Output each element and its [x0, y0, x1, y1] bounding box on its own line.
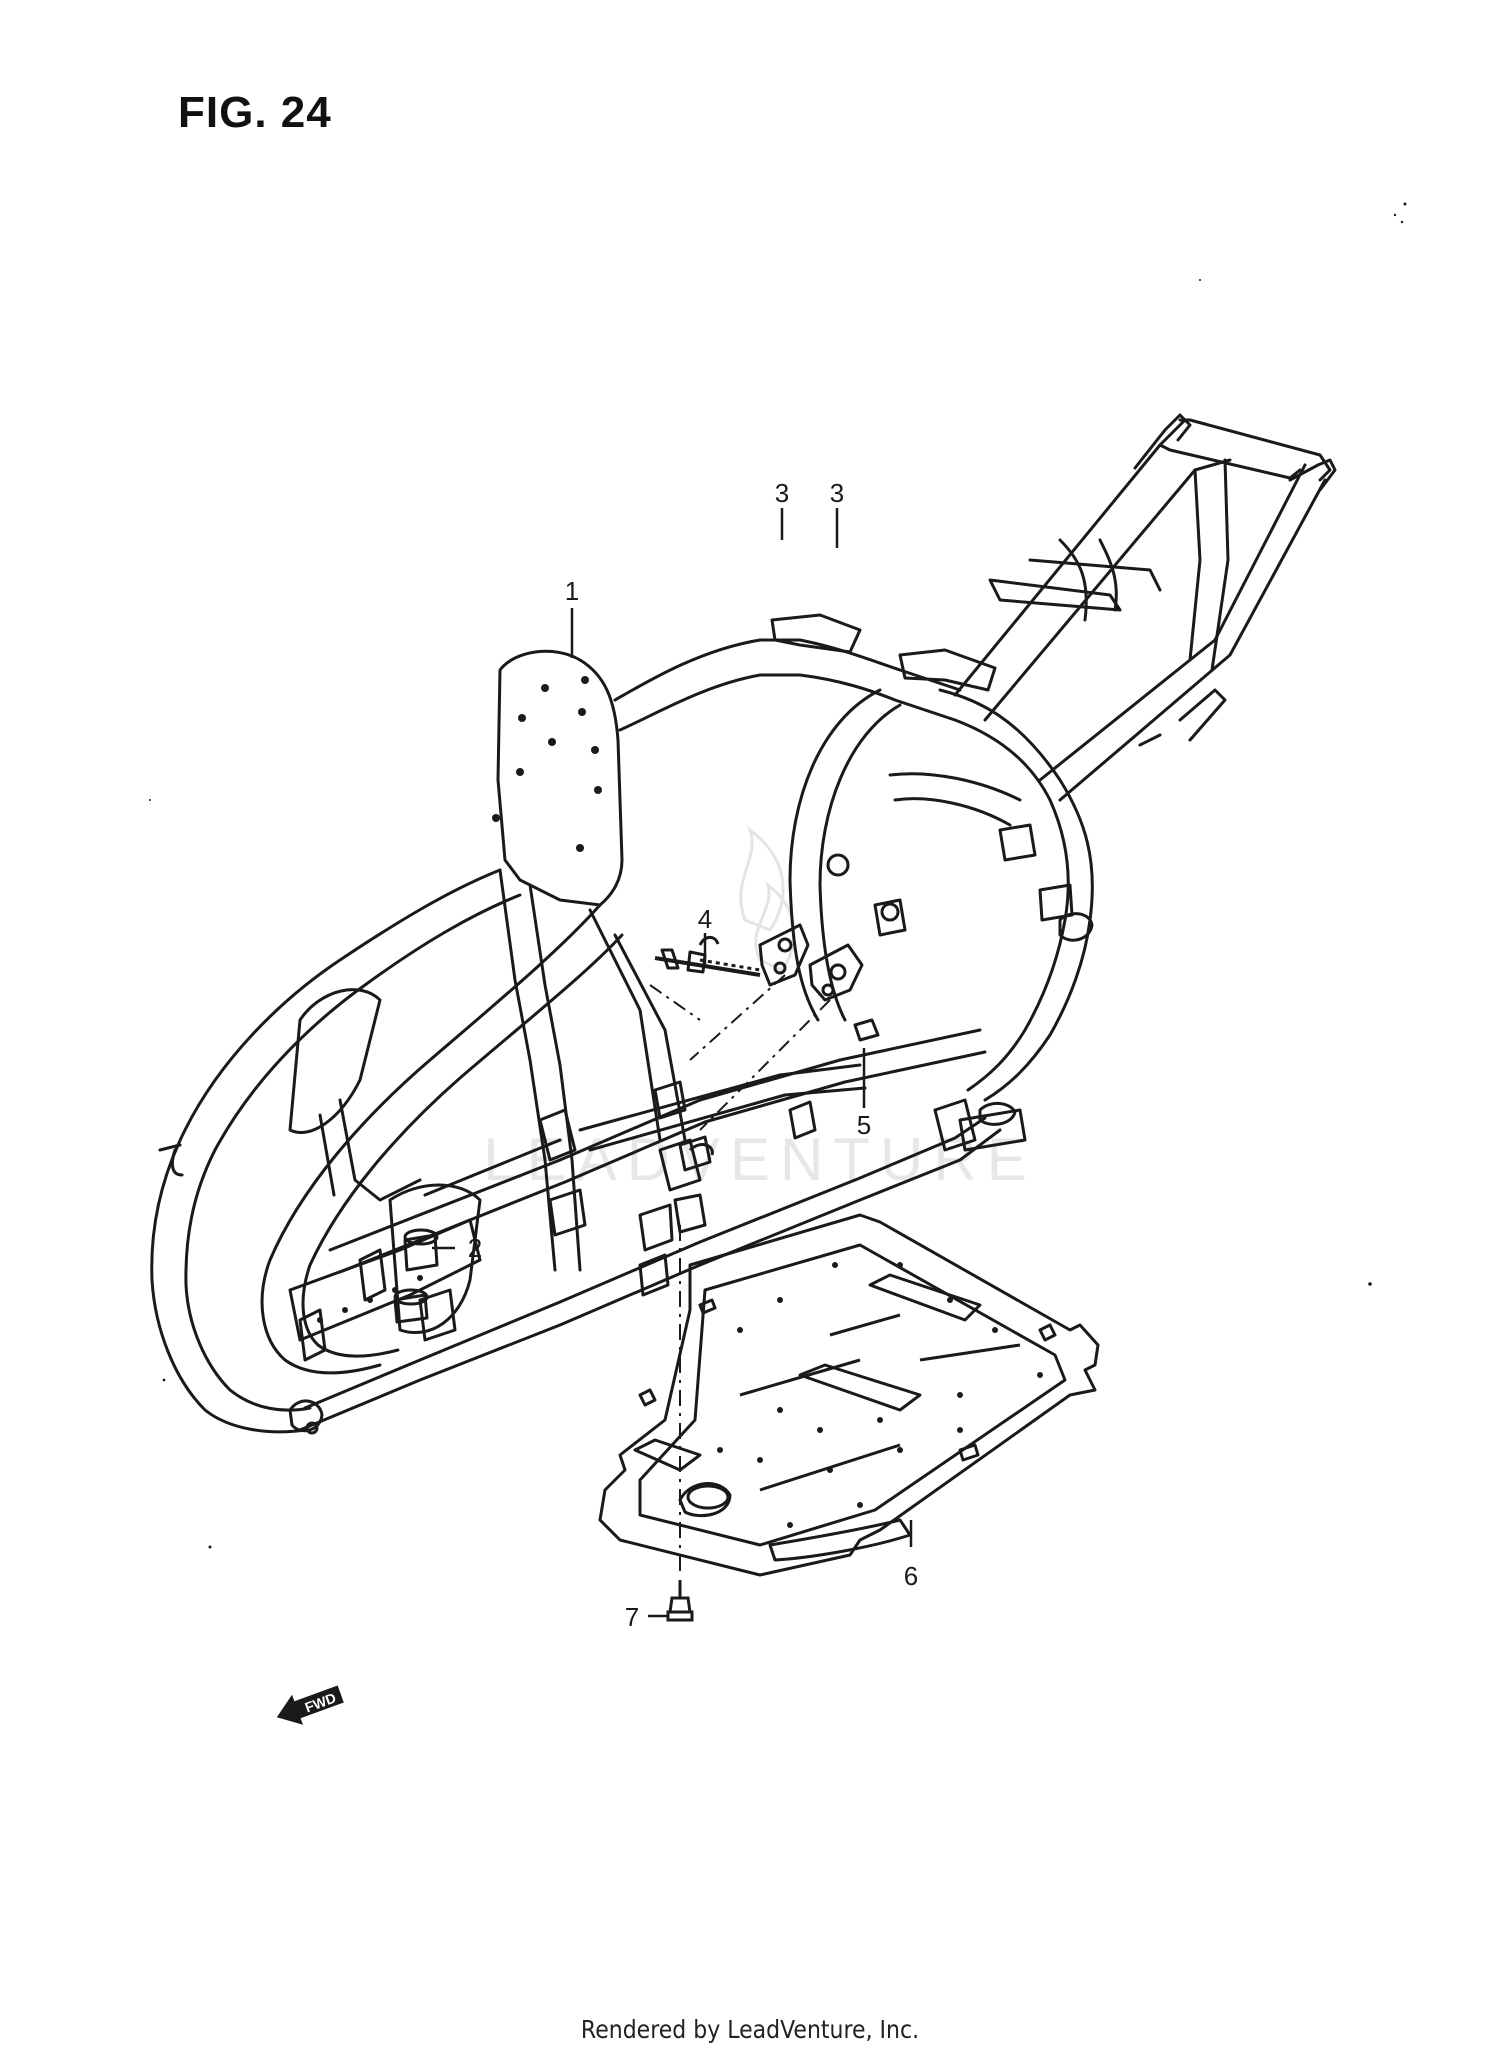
callout-5: 5 [857, 1110, 871, 1140]
callout-leaders [432, 508, 913, 1618]
fwd-label: FWD [303, 1689, 338, 1715]
forward-arrow-icon: FWD [276, 1685, 344, 1725]
callout-3a: 3 [775, 478, 789, 508]
figure-title: FIG. 24 [178, 88, 332, 137]
scan-specks [149, 202, 1407, 1549]
render-credit: Rendered by LeadVenture, Inc. [580, 2015, 920, 2044]
bolt-7 [666, 1580, 694, 1622]
callout-3b: 3 [830, 478, 844, 508]
main-frame [150, 413, 1337, 1435]
mount-hardware [649, 923, 880, 1172]
callout-2: 2 [468, 1233, 482, 1263]
callouts: 1 2 3 3 4 5 6 7 [468, 478, 918, 1632]
callout-4: 4 [698, 904, 712, 934]
callout-1: 1 [565, 576, 579, 606]
callout-7: 7 [625, 1602, 639, 1632]
callout-6: 6 [904, 1561, 918, 1591]
skid-plate [598, 1213, 1100, 1577]
